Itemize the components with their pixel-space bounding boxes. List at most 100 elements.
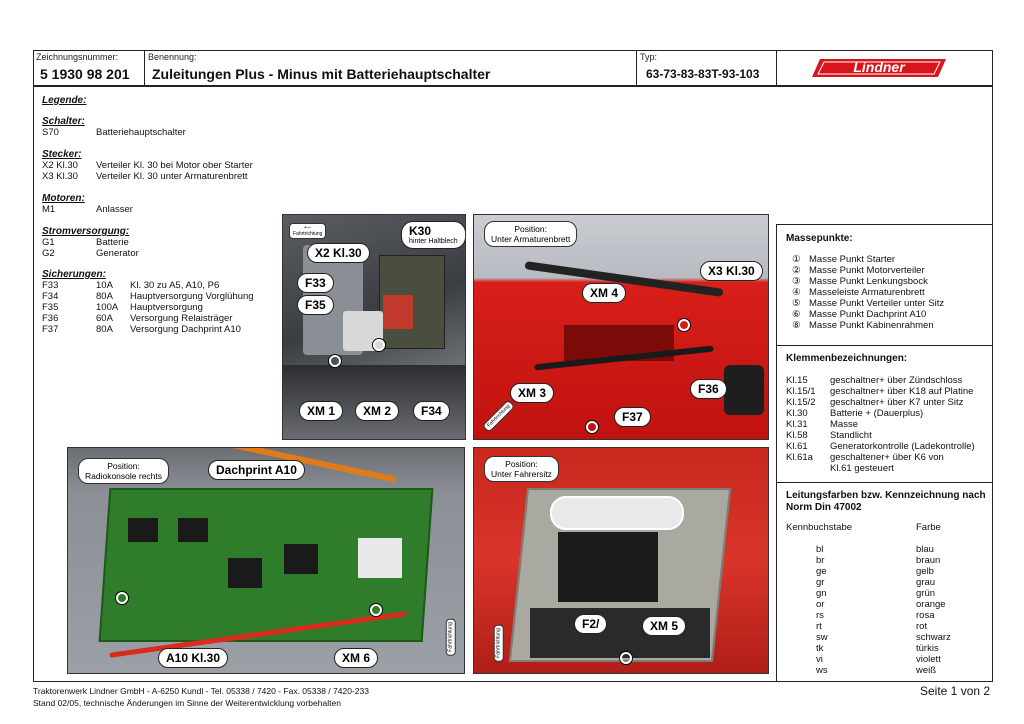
marker-ring — [116, 592, 128, 604]
color-name: violett — [916, 654, 941, 665]
fuses-heading: Sicherungen: — [42, 269, 106, 280]
callout-f37: F37 — [614, 407, 651, 427]
legend-heading-motoren: Motoren: — [42, 193, 85, 204]
lindner-logo: Lindner — [812, 58, 946, 78]
color-code: bl — [816, 544, 824, 555]
legend-heading-schalter: Schalter: — [42, 116, 85, 127]
color-code: br — [816, 555, 825, 566]
legend-code: X2 Kl.30 — [42, 160, 78, 171]
position-label: Position:Unter Armaturenbrett — [484, 221, 578, 247]
designation-label: Benennung: — [148, 52, 197, 62]
callout-xm2: XM 2 — [355, 401, 400, 421]
marker-ring — [370, 604, 382, 616]
callout-x2: X2 Kl.30 — [307, 243, 370, 263]
type-label: Typ: — [640, 52, 658, 62]
legend-code: G2 — [42, 248, 55, 259]
callout-xm5: XM 5 — [642, 616, 687, 636]
callout-xm1: XM 1 — [299, 401, 344, 421]
colors-heading: Leitungsfarben bzw. Kennzeichnung nach N… — [786, 490, 986, 513]
legend-desc: Verteiler Kl. 30 unter Armaturenbrett — [96, 171, 248, 182]
color-code: or — [816, 599, 825, 610]
color-name: türkis — [916, 643, 939, 654]
marker-ring — [620, 652, 632, 664]
logo-text: Lindner — [853, 59, 905, 75]
color-code: gr — [816, 577, 825, 588]
marker-ring — [586, 421, 598, 433]
klemmen-item: Kl.61 gesteuert — [830, 463, 894, 474]
color-name: rosa — [916, 610, 935, 621]
klemmen-heading: Klemmenbezeichnungen: — [786, 353, 908, 364]
legend-code: M1 — [42, 204, 56, 215]
callout-f33: F33 — [297, 273, 334, 293]
masse-heading: Massepunkte: — [786, 233, 853, 244]
legend-desc: Verteiler Kl. 30 bei Motor ober Starter — [96, 160, 253, 171]
legend-title: Legende: — [42, 95, 87, 106]
legend-desc: Generator — [96, 248, 139, 259]
page-number: Seite 1 von 2 — [920, 684, 991, 698]
callout-f2: F2/ — [574, 614, 608, 634]
photo-under-seat: Position:Unter Fahrersitz F2/ XM 5 Fahrt… — [473, 447, 769, 674]
callout-a10: A10 Kl.30 — [158, 648, 229, 668]
position-label: Position:Unter Fahrersitz — [484, 456, 559, 482]
photo-under-dashboard: Position:Unter Armaturenbrett XM 4 X3 Kl… — [473, 214, 769, 440]
footer-company: Traktorenwerk Lindner GmbH - A-6250 Kund… — [33, 686, 369, 696]
color-name: rot — [916, 621, 928, 632]
color-code: rt — [816, 621, 822, 632]
position-label: Position:Radiokonsole rechts — [78, 458, 170, 484]
color-name: grün — [916, 588, 936, 599]
callout-xm3: XM 3 — [510, 383, 555, 403]
type-value: 63-73-83-83T-93-103 — [646, 67, 760, 81]
legend-desc: Batterie — [96, 237, 129, 248]
callout-f36: F36 — [690, 379, 727, 399]
colors-col-code: Kennbuchstabe — [786, 522, 853, 533]
legend-heading-stecker: Stecker: — [42, 149, 82, 160]
color-row: rt rot — [816, 621, 951, 632]
direction-indicator: Fahrtrichtung — [481, 399, 516, 433]
color-code: rs — [816, 610, 824, 621]
color-name: grau — [916, 577, 936, 588]
color-code: sw — [816, 632, 828, 643]
footer-stand: Stand 02/05, technische Änderungen im Si… — [33, 698, 341, 708]
color-name: weiß — [916, 665, 937, 676]
color-name: orange — [916, 599, 946, 610]
color-code: vi — [816, 654, 823, 665]
photo-roof-pcb: Position:Radiokonsole rechts Dachprint A… — [67, 447, 465, 674]
direction-indicator: ⟵Fahrtrichtung — [289, 223, 327, 239]
colors-col-color: Farbe — [916, 522, 941, 533]
color-name: braun — [916, 555, 941, 566]
legend-desc: Batteriehauptschalter — [96, 127, 186, 138]
drawing-number-label: Zeichnungsnummer: — [36, 52, 119, 62]
callout-x3: X3 Kl.30 — [700, 261, 763, 281]
marker-ring — [373, 339, 385, 351]
callout-f34: F34 — [413, 401, 450, 421]
direction-indicator: Fahrtrichtung — [445, 618, 456, 656]
color-row: br braun — [816, 555, 951, 566]
color-code: ws — [816, 665, 828, 676]
color-name: gelb — [916, 566, 934, 577]
legend-heading-stromversorgung: Stromversorgung: — [42, 226, 130, 237]
